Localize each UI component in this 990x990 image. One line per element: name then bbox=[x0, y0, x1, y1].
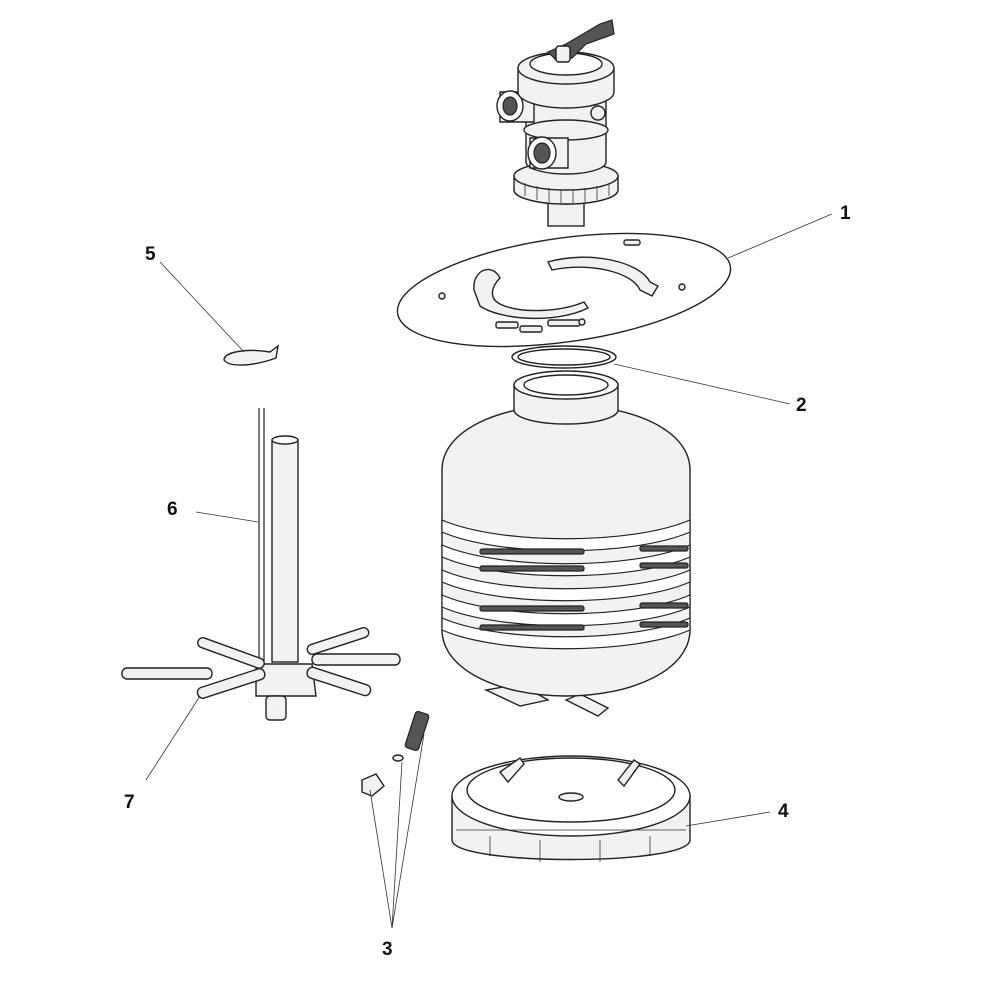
callout-2: 2 bbox=[796, 395, 807, 416]
callout-3: 3 bbox=[382, 939, 393, 960]
clip bbox=[223, 344, 279, 366]
filter-tank bbox=[441, 370, 691, 717]
drain-plug-parts bbox=[361, 710, 430, 797]
multiport-valve bbox=[496, 19, 619, 227]
callout-5: 5 bbox=[145, 244, 156, 265]
callout-7: 7 bbox=[124, 792, 135, 813]
leader-lines bbox=[145, 213, 833, 929]
callout-4: 4 bbox=[778, 801, 789, 822]
callout-6: 6 bbox=[167, 499, 178, 520]
standpipe-assembly bbox=[121, 408, 401, 721]
o-ring bbox=[511, 345, 617, 369]
tank-base bbox=[451, 755, 691, 862]
tank-lid-plate bbox=[396, 232, 732, 348]
callout-1: 1 bbox=[840, 203, 851, 224]
